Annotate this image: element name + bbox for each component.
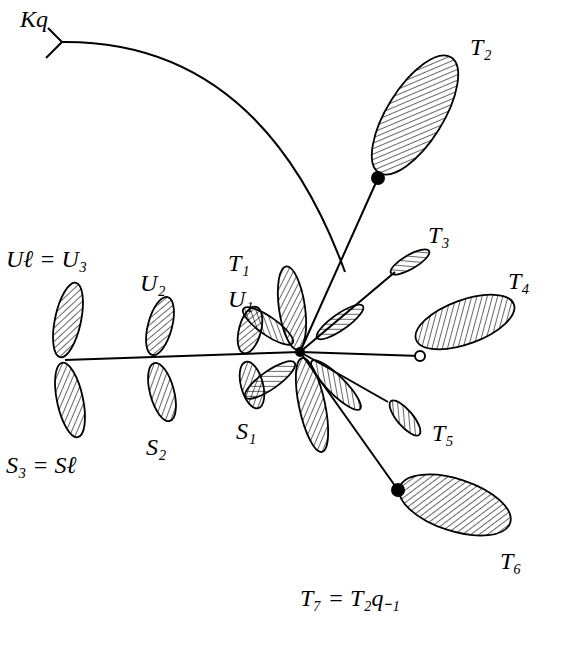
tree-label: T₁ <box>228 250 250 276</box>
vertex-label: S₁ <box>236 418 256 444</box>
tree-label: T₄ <box>508 268 530 294</box>
vertex-label: S₃ = Sℓ <box>6 452 77 478</box>
vertex-label: Uℓ = U₃ <box>6 246 87 272</box>
vertex-label: U₁ <box>228 286 254 312</box>
tree-label: T₂ <box>470 34 492 60</box>
tree-label: T₇ = T₂q₋₁ <box>300 585 400 611</box>
vertex-label: S₂ <box>146 434 166 460</box>
vertex-label: U₂ <box>140 270 166 296</box>
tree-label: T₆ <box>500 548 522 574</box>
tree-label: T₅ <box>432 420 454 446</box>
graph-label: Kq <box>20 6 48 32</box>
tree-label: T₃ <box>428 222 450 248</box>
